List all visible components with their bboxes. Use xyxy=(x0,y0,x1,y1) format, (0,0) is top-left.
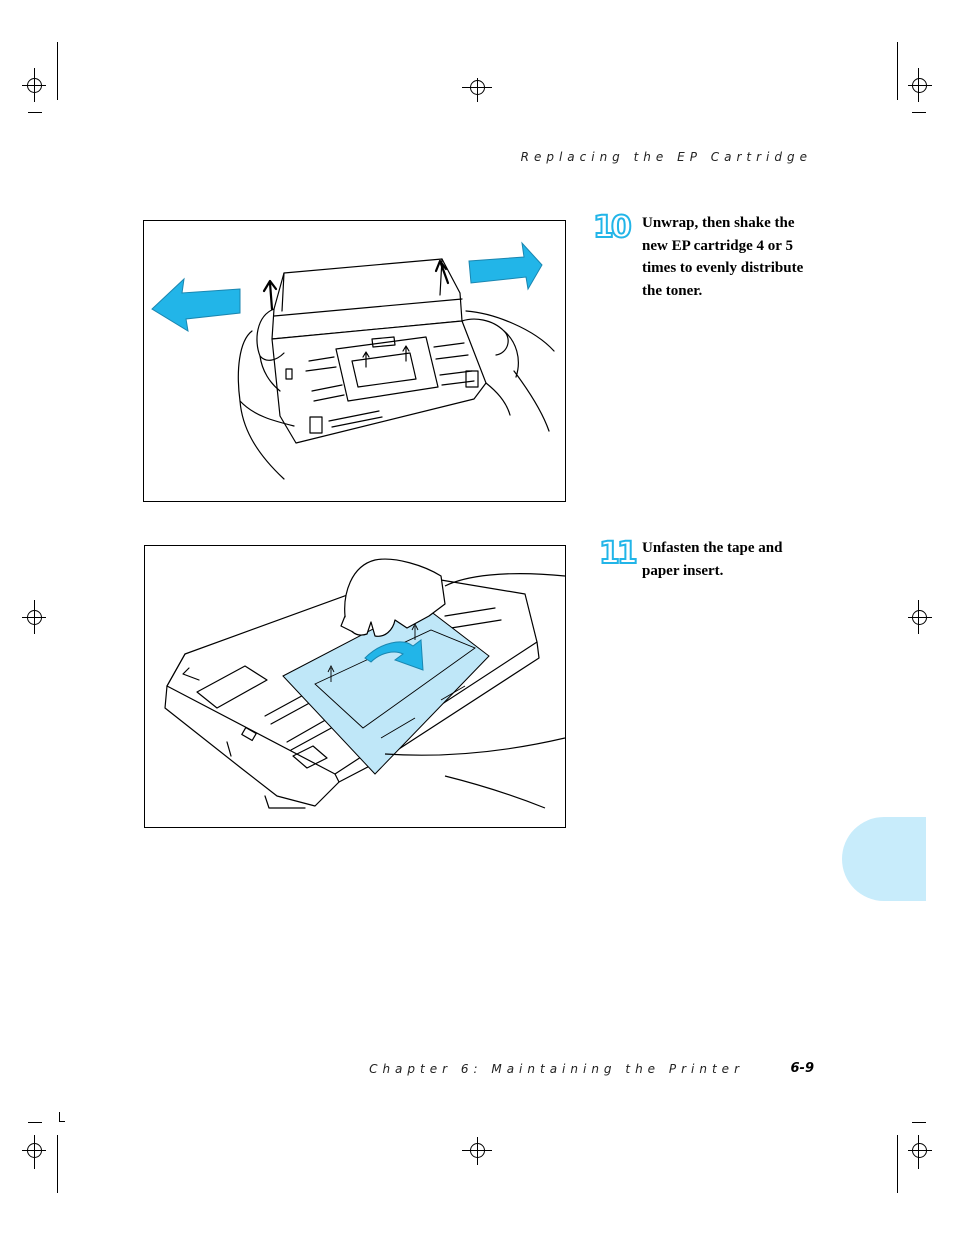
step-number: 11 xyxy=(598,536,639,571)
step-instruction: Unwrap, then shake the new EP cartridge … xyxy=(642,215,804,299)
step-number: 10 xyxy=(592,210,633,245)
cartridge-shake-illustration xyxy=(151,241,555,480)
figure-shake-cartridge xyxy=(143,220,566,502)
step-instruction: Unfasten the tape and paper insert. xyxy=(642,540,783,579)
running-footer: Chapter 6: Maintaining the Printer xyxy=(369,1062,744,1076)
running-header: Replacing the EP Cartridge xyxy=(520,150,812,164)
curved-arrow-icon xyxy=(364,639,424,671)
chapter-tab xyxy=(842,817,926,901)
page-number: 6-9 xyxy=(790,1061,815,1076)
figure-remove-tape xyxy=(144,545,566,828)
tape-removal-illustration xyxy=(164,558,565,809)
right-arrow-icon xyxy=(468,241,543,291)
left-arrow-icon xyxy=(151,277,241,332)
